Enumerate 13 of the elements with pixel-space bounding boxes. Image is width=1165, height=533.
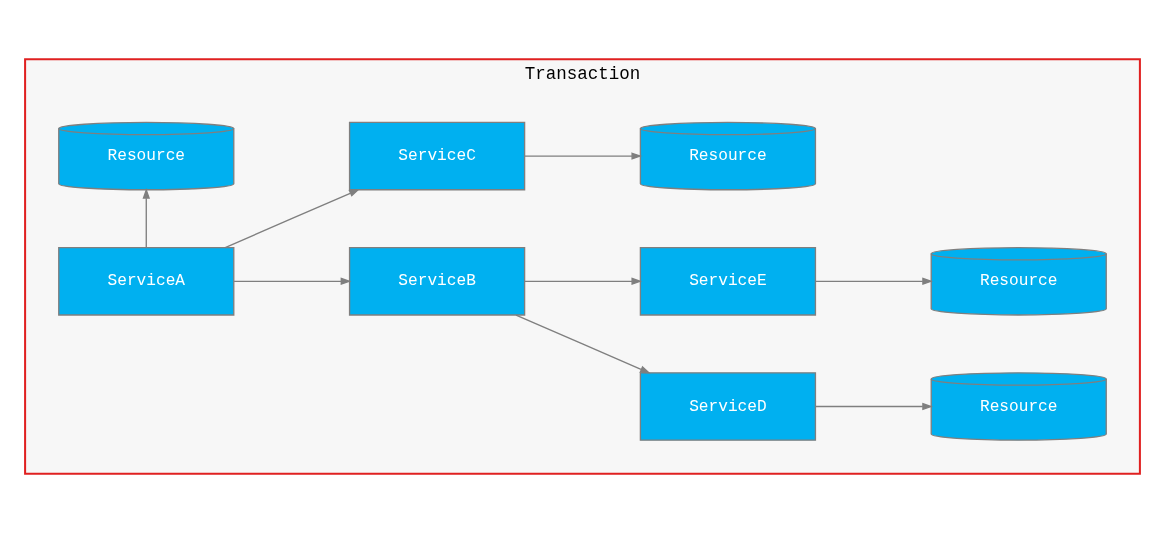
node-box: ServiceA xyxy=(58,246,235,316)
arrow xyxy=(524,277,643,286)
arrow xyxy=(515,314,651,374)
node-box: ServiceC xyxy=(348,121,526,191)
arrow xyxy=(233,277,352,286)
node-box: ServiceE xyxy=(639,246,817,316)
arrow xyxy=(142,188,151,249)
arrow xyxy=(815,277,934,286)
arrow xyxy=(224,189,360,249)
arrow xyxy=(815,402,934,411)
arrow xyxy=(524,152,643,160)
node-box: ServiceB xyxy=(348,246,526,316)
node-box: ServiceD xyxy=(639,372,817,441)
